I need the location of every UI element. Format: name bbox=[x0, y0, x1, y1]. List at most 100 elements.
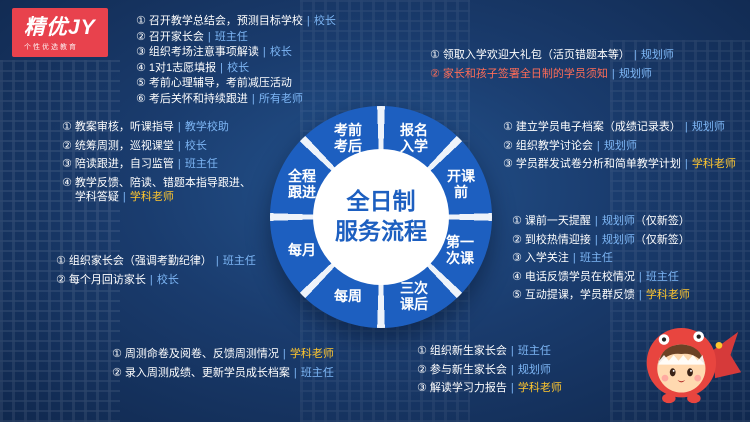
item-separator: | bbox=[204, 30, 214, 43]
item-separator: | bbox=[507, 345, 517, 357]
item-separator: | bbox=[608, 67, 618, 80]
item-role-tag: 班主任 bbox=[214, 30, 248, 43]
item-number: ① bbox=[136, 15, 146, 27]
item-separator: | bbox=[635, 270, 645, 283]
item-text: 教学反馈、陪读、错题本指导跟进、学科答疑 | 学科老师 bbox=[74, 176, 251, 204]
item-separator: | bbox=[259, 46, 269, 59]
item-number: ② bbox=[62, 139, 72, 152]
item-role-tag: 规划师 bbox=[601, 215, 635, 227]
item-text: 组织家长会（强调考勤纪律） | 班主任 bbox=[68, 255, 256, 267]
item-number: ① bbox=[503, 121, 513, 133]
item-role-tag: 学科老师 bbox=[517, 382, 562, 395]
item-separator: | bbox=[681, 121, 691, 133]
item-number: ① bbox=[512, 215, 522, 227]
item-text: 家长和孩子签署全日制的学员须知 | 规划师 bbox=[442, 67, 652, 80]
item-text: 考后关怀和持续跟进 | 所有老师 bbox=[148, 92, 303, 105]
item-separator: | bbox=[217, 61, 227, 74]
item-separator: | bbox=[174, 158, 184, 171]
ring-center-title: 全日制 服务流程 bbox=[313, 149, 449, 285]
item-number: ② bbox=[112, 366, 122, 379]
item-role-tag: 班主任 bbox=[517, 345, 551, 357]
item-number: ① bbox=[417, 345, 427, 357]
item-number: ④ bbox=[512, 270, 522, 283]
item-number: ① bbox=[62, 121, 72, 133]
item-number: ④ bbox=[62, 176, 72, 189]
item-text: 1对1志愿填报 | 校长 bbox=[148, 61, 250, 74]
item-number: ② bbox=[512, 233, 522, 246]
item-separator: | bbox=[174, 139, 184, 152]
item-role-tag: 规划师 bbox=[603, 139, 637, 152]
item-role-tag: 规划师 bbox=[517, 363, 551, 376]
item-role-tag: 规划师 bbox=[640, 49, 674, 61]
item-separator: | bbox=[174, 121, 184, 133]
ring-segment-pre-post-exam: 考前 考后 bbox=[334, 121, 362, 154]
item-text: 教案审核，听课指导 | 教学校助 bbox=[74, 121, 229, 133]
item-number: ③ bbox=[136, 46, 146, 59]
item-text: 入学关注 | 班主任 bbox=[524, 252, 613, 265]
item-text: 周测命卷及阅卷、反馈周测情况 | 学科老师 bbox=[124, 348, 334, 360]
item-separator: | bbox=[248, 92, 258, 105]
brand-logo-tagline: 个性优选教育 bbox=[24, 44, 78, 51]
item-number: ⑤ bbox=[512, 289, 522, 302]
item-separator: | bbox=[681, 158, 691, 171]
item-text: 课前一天提醒 | 规划师（仅新签） bbox=[524, 215, 690, 227]
item-number: ② bbox=[136, 30, 146, 43]
item-text: 领取入学欢迎大礼包（活页错题本等） | 规划师 bbox=[442, 49, 674, 61]
item-number: ① bbox=[56, 255, 66, 267]
item-role-tag: 班主任 bbox=[300, 366, 334, 379]
ring-segment-after-three-classes: 三次 课后 bbox=[400, 279, 428, 312]
item-separator: | bbox=[146, 273, 156, 286]
item-role-suffix: （仅新签） bbox=[634, 233, 690, 246]
item-role-tag: 学科老师 bbox=[645, 289, 690, 302]
item-number: ③ bbox=[512, 252, 522, 265]
item-role-tag: 规划师 bbox=[691, 121, 725, 133]
item-number: ② bbox=[417, 363, 427, 376]
item-text: 录入周测成绩、更新学员成长档案 | 班主任 bbox=[124, 366, 334, 379]
item-role-tag: 学科老师 bbox=[129, 191, 174, 204]
mascot-illustration bbox=[638, 316, 744, 418]
item-role-tag: 校长 bbox=[184, 139, 207, 152]
item-role-tag: 班主任 bbox=[645, 270, 679, 283]
item-number: ① bbox=[430, 49, 440, 61]
item-number: ③ bbox=[417, 382, 427, 395]
item-text: 建立学员电子档案（成绩记录表） | 规划师 bbox=[515, 121, 725, 133]
item-role-tag: 班主任 bbox=[579, 252, 613, 265]
item-separator: | bbox=[591, 215, 601, 227]
item-role-tag: 班主任 bbox=[222, 255, 256, 267]
item-separator: | bbox=[290, 366, 300, 379]
item-text: 互动提课，学员群反馈 | 学科老师 bbox=[524, 289, 690, 302]
item-number: ⑥ bbox=[136, 92, 146, 105]
item-text: 到校热情迎接 | 规划师（仅新签） bbox=[524, 233, 690, 246]
item-separator: | bbox=[303, 15, 313, 27]
item-text: 陪读跟进，自习监管 | 班主任 bbox=[74, 158, 218, 171]
ring-segment-first-class: 第一 次课 bbox=[446, 233, 474, 266]
item-separator: | bbox=[569, 252, 579, 265]
item-separator: | bbox=[279, 348, 289, 360]
item-number: ① bbox=[112, 348, 122, 360]
item-role-tag: 规划师 bbox=[618, 67, 652, 80]
